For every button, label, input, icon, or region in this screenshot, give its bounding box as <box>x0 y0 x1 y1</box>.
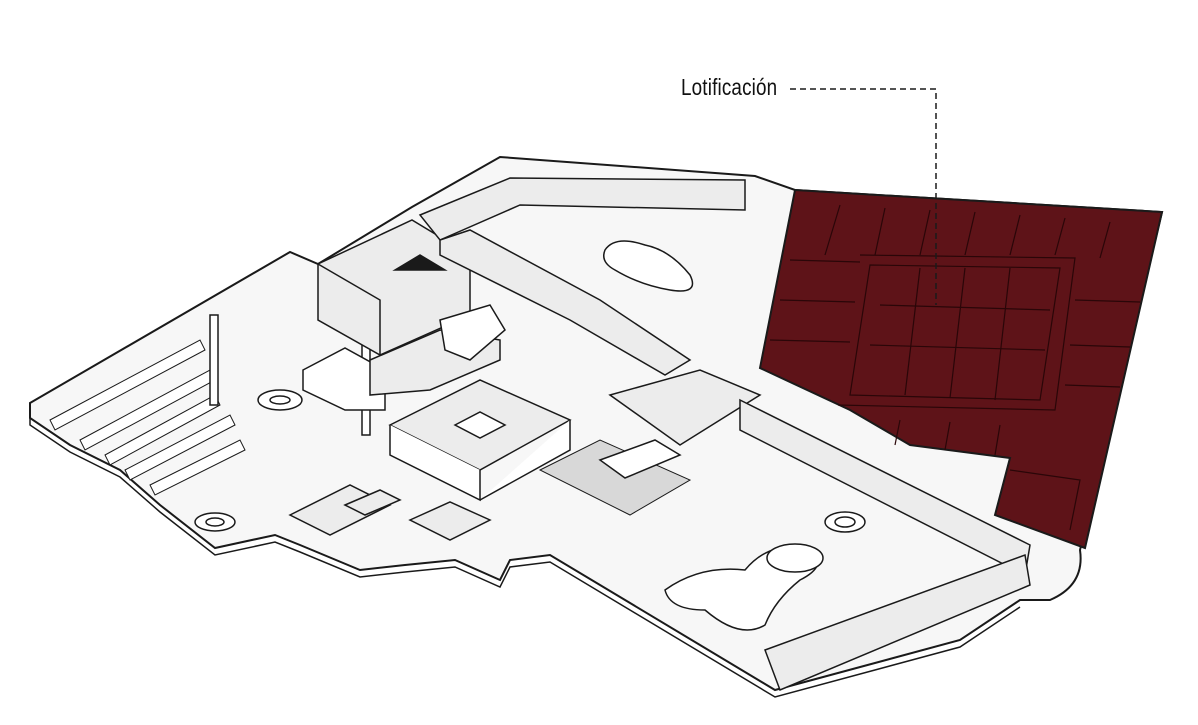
plaza-trees <box>538 439 692 516</box>
lot-subdivision-area <box>758 188 1164 550</box>
lot-grid <box>769 204 1141 531</box>
lot-subdivision-label: Lotificación <box>681 74 778 100</box>
site-base-edge <box>29 418 1021 698</box>
gallery-wings <box>418 177 1031 691</box>
leader-line <box>790 88 937 305</box>
parking-area <box>49 339 246 496</box>
courtyard-building <box>388 379 572 502</box>
factory-buildings <box>302 219 506 411</box>
ponds <box>603 240 866 631</box>
fountains <box>194 389 303 532</box>
lower-buildings <box>288 484 492 541</box>
